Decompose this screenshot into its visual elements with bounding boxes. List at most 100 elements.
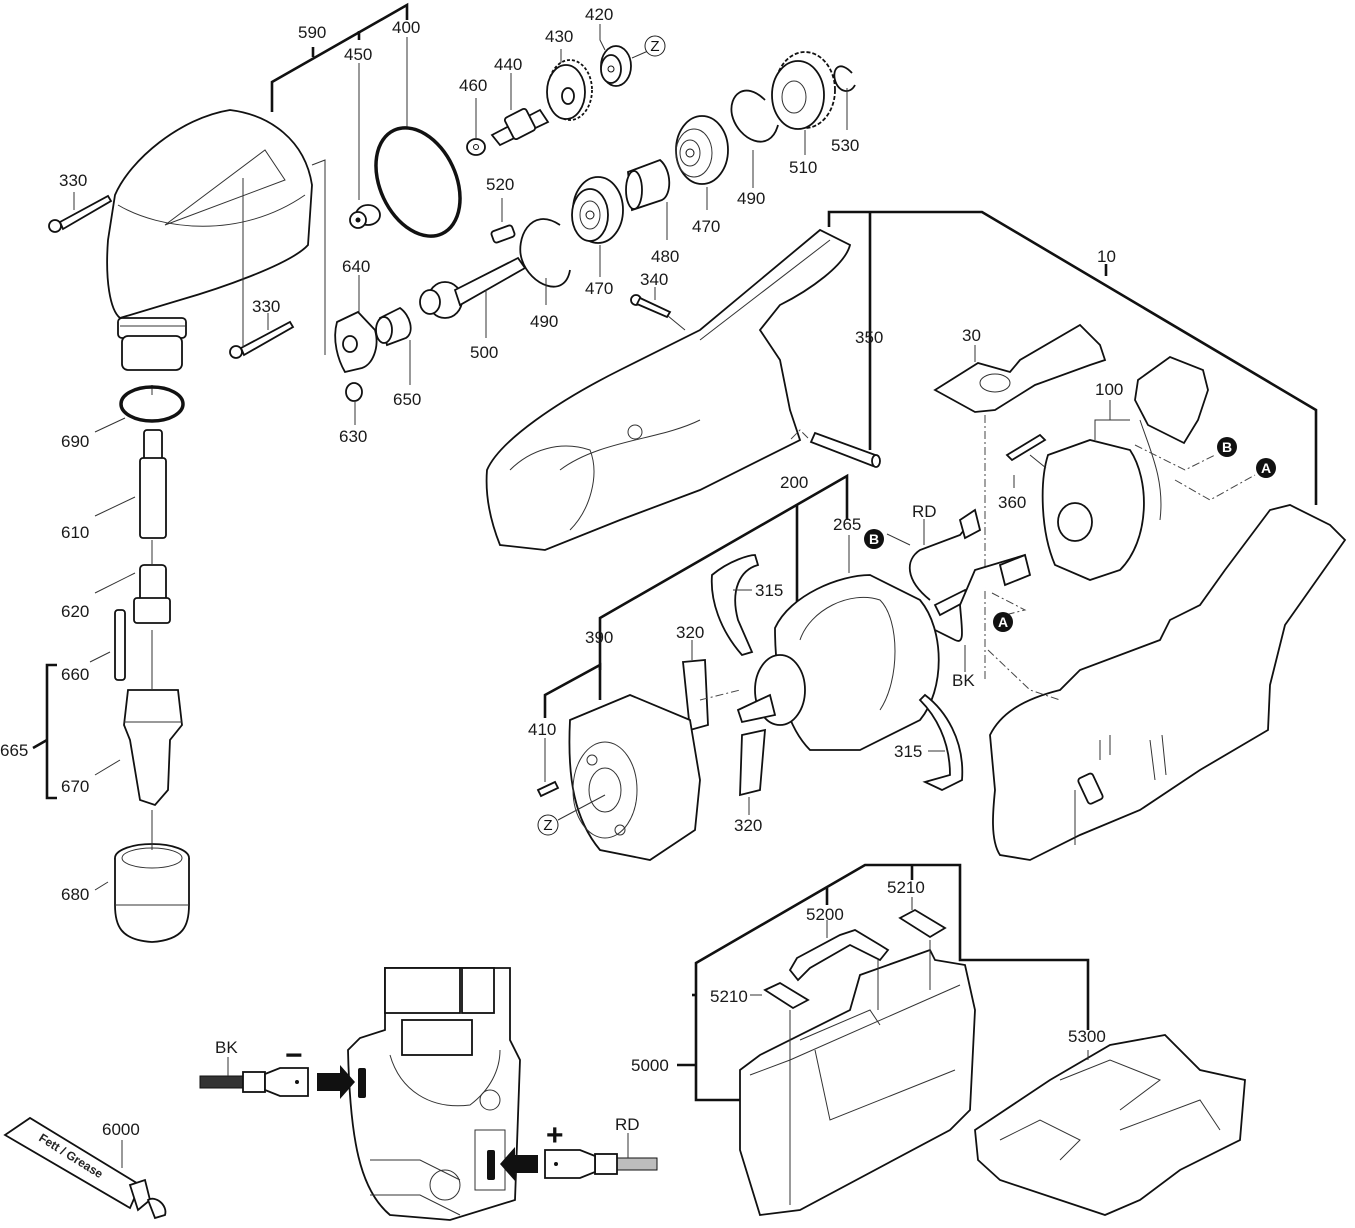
needle-bearing-650: 650 (375, 306, 421, 409)
red-wire-motor: RD (908, 502, 982, 601)
label-390: 390 (585, 628, 613, 647)
motor-265 (736, 574, 970, 751)
o-ring-400 (374, 126, 462, 238)
bracket-10 (827, 210, 1318, 505)
minus-sign: − (285, 1039, 303, 1072)
marker-z-bottom: Z (537, 794, 606, 836)
label-460: 460 (459, 76, 487, 95)
label-200: 200 (780, 473, 808, 492)
label-450: 450 (344, 45, 372, 64)
label-610: 610 (61, 523, 89, 542)
gear-head-group: 590 450 400 330 330 (48, 2, 859, 446)
housing-shell-right (989, 504, 1347, 861)
label-10: 10 (1097, 247, 1116, 266)
screw-330-lower: 330 (229, 178, 295, 359)
housing-shell-left (485, 228, 852, 551)
marker-z-top: Z (631, 35, 666, 59)
label-400: 400 (392, 18, 420, 37)
label-6000: 6000 (102, 1120, 140, 1139)
label-410: 410 (528, 720, 556, 739)
black-wire-connector: BK − (199, 1038, 366, 1099)
label-5200: 5200 (806, 905, 844, 924)
cap-nut-680: 680 (61, 843, 190, 943)
label-5000: 5000 (631, 1056, 669, 1075)
marker-a-motor: A (993, 612, 1013, 632)
pin-660: 660 (61, 609, 126, 684)
label-520: 520 (486, 175, 514, 194)
svg-text:A: A (1261, 460, 1271, 476)
o-ring-690 (119, 385, 185, 423)
label-bk-wiring: BK (215, 1038, 238, 1057)
label-350: 350 (855, 328, 883, 347)
magnet-315-upper: 315 (710, 554, 783, 657)
red-wire-connector: RD + (487, 1115, 658, 1181)
label-320-lower: 320 (734, 816, 762, 835)
label-430: 430 (545, 27, 573, 46)
pin-410: 410 (528, 720, 560, 798)
magnet-315-lower: 315 (894, 693, 964, 792)
grease-tube-6000: Fett / Grease 6000 (3, 1116, 167, 1220)
contact-360: 360 (998, 433, 1047, 512)
arrow-left-icon (500, 1147, 538, 1181)
label-5210-left: 5210 (710, 987, 748, 1006)
label-100: 100 (1095, 380, 1123, 399)
label-470-upper: 470 (692, 217, 720, 236)
bracket-590 (270, 2, 409, 112)
brush-320-lower: 320 (734, 728, 766, 835)
label-680: 680 (61, 885, 89, 904)
black-wire-motor: BK (934, 553, 1032, 690)
gear-430: 430 (545, 27, 593, 121)
label-265: 265 (833, 515, 861, 534)
label-590: 590 (298, 23, 326, 42)
label-330-upper: 330 (59, 171, 87, 190)
label-340: 340 (640, 270, 668, 289)
screw-330-upper: 330 (48, 171, 113, 233)
eccentric-shaft-500: 500 (419, 256, 527, 362)
gear-510: 510 (771, 51, 836, 177)
label-665: 665 (0, 741, 28, 760)
label-630: 630 (339, 427, 367, 446)
retaining-ring-490-lower: 490 (519, 218, 571, 331)
latch-5210-left (763, 981, 810, 1060)
gear-head-housing (106, 109, 313, 371)
key-520: 520 (486, 175, 516, 244)
svg-text:A: A (998, 614, 1008, 630)
label-440: 440 (494, 55, 522, 74)
bracket-665 (45, 663, 57, 800)
cam-640: 640 (311, 159, 378, 374)
arrow-right-icon (317, 1065, 355, 1099)
marker-a-right: A (1256, 458, 1276, 478)
punch-holder-610: 610 (61, 429, 167, 542)
label-330-lower: 330 (252, 297, 280, 316)
label-470-lower: 470 (585, 279, 613, 298)
foam-insert-5300 (974, 1034, 1246, 1216)
label-490-lower: 490 (530, 312, 558, 331)
label-5210-top: 5210 (887, 878, 925, 897)
svg-text:Z: Z (543, 817, 552, 834)
washer-460: 460 (459, 76, 487, 156)
brush-320-upper: 320 (676, 623, 709, 732)
label-320-upper: 320 (676, 623, 704, 642)
label-690: 690 (61, 432, 89, 451)
label-480: 480 (651, 247, 679, 266)
punch-620: 620 (61, 564, 171, 624)
svg-text:Z: Z (650, 38, 659, 55)
retaining-ring-490-upper: 490 (730, 89, 779, 208)
screw-340: 340 (630, 270, 686, 331)
label-510: 510 (789, 158, 817, 177)
label-rd-wiring: RD (615, 1115, 640, 1134)
housing-group: 10 350 340 30 (485, 210, 1347, 861)
label-650: 650 (393, 390, 421, 409)
latch-5210-top (898, 897, 947, 990)
bracket-390 (543, 662, 602, 718)
switch-30: 30 (933, 323, 1107, 680)
label-500: 500 (470, 343, 498, 362)
label-620: 620 (61, 602, 89, 621)
electronics-100: 100 (1041, 355, 1256, 581)
handle-5200 (788, 920, 890, 1010)
end-cap-390 (568, 694, 701, 861)
motor-group: 200 265 390 B RD BK (528, 473, 1061, 861)
plus-sign: + (546, 1119, 564, 1152)
label-420: 420 (585, 5, 613, 24)
